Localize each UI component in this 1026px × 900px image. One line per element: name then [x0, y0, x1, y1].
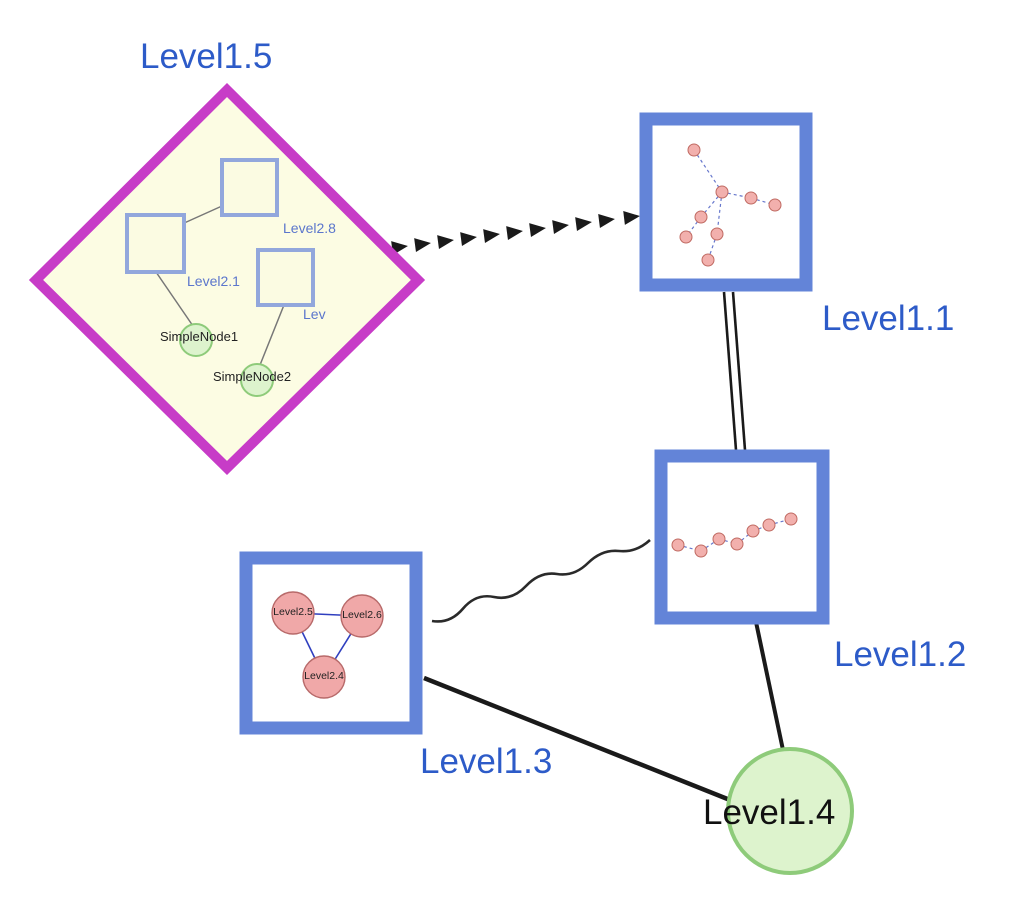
node-lev[interactable] — [256, 248, 315, 307]
label-level1_2: Level1.2 — [834, 635, 967, 674]
label-level2_6: Level2.6 — [342, 609, 382, 621]
node-level2_6 — [340, 594, 384, 638]
edge-level2_1-simplenode1[interactable] — [155, 271, 194, 327]
label-level1_5: Level1.5 — [140, 37, 273, 76]
node-level2_1[interactable] — [125, 213, 186, 274]
node-level2_5 — [271, 591, 315, 635]
label-level2_5: Level2.5 — [273, 606, 313, 618]
label-simplenode1: SimpleNode1 — [160, 329, 239, 344]
edge-level1_1-level1_2[interactable] — [722, 291, 747, 451]
level1_3-mini-nodes[interactable] — [271, 591, 384, 699]
label-level1_4: Level1.4 — [703, 793, 836, 832]
level1_1-mini-nodes[interactable] — [679, 143, 782, 267]
node-simplenode1[interactable] — [179, 323, 213, 357]
node-level1_2-box[interactable] — [654, 449, 830, 625]
node-level2_8[interactable] — [220, 158, 279, 217]
edge-lev-simplenode2[interactable] — [259, 304, 285, 366]
node-level1_1-box[interactable] — [639, 112, 813, 292]
edge-level1_3-level1_2[interactable] — [431, 539, 651, 623]
level1_2-mini-nodes[interactable] — [671, 512, 798, 558]
edge-level1_3-level1_4[interactable] — [423, 675, 731, 803]
label-level1_3: Level1.3 — [420, 742, 553, 781]
node-level1_4[interactable] — [726, 747, 854, 875]
label-level2_8: Level2.8 — [283, 220, 336, 236]
edge-level2_1-level2_8[interactable] — [181, 205, 223, 225]
node-level2_4 — [302, 655, 346, 699]
node-level1_3-box[interactable] — [239, 551, 423, 735]
label-lev: Lev — [303, 306, 326, 322]
node-level1_5-diamond[interactable] — [28, 82, 426, 476]
edge-level1_5-level1_1[interactable] — [391, 211, 640, 255]
edge-level1_2-level1_4[interactable] — [754, 621, 785, 751]
label-level2_4: Level2.4 — [304, 670, 344, 682]
label-level1_1: Level1.1 — [822, 299, 955, 338]
label-simplenode2: SimpleNode2 — [213, 369, 292, 384]
node-simplenode2[interactable] — [240, 363, 274, 397]
label-level2_1: Level2.1 — [187, 273, 240, 289]
